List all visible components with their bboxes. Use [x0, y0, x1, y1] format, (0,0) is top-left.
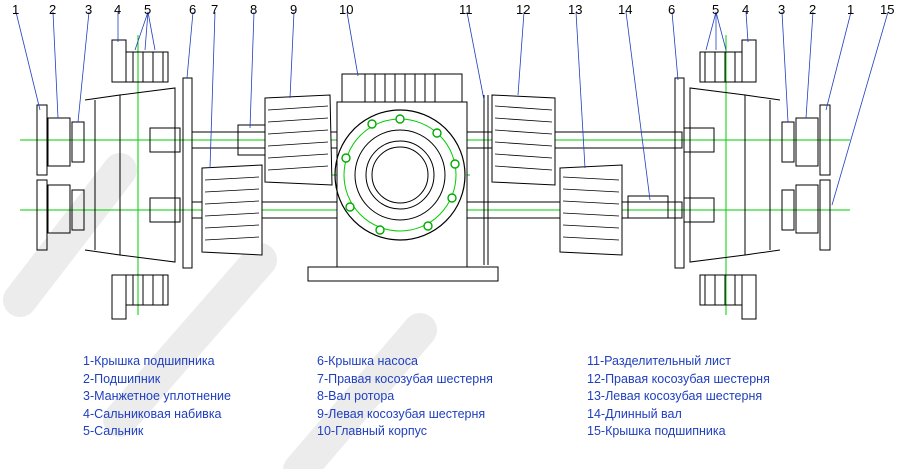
helical-gears — [201, 94, 623, 256]
callout-12: 12 — [516, 2, 530, 17]
legend-item: 9-Левая косозубая шестерня — [317, 406, 486, 421]
housing-flange — [334, 109, 466, 241]
flange-bolts — [341, 114, 460, 235]
callout-13: 13 — [568, 2, 582, 17]
callout-11: 11 — [459, 2, 473, 17]
legend-item: 6-Крышка насоса — [317, 354, 418, 368]
callout-3-right: 3 — [778, 2, 785, 17]
callout-9: 9 — [290, 2, 297, 17]
legend-item: 11-Разделительный лист — [587, 354, 731, 368]
legend-item: 13-Левая косозубая шестерня — [587, 389, 763, 403]
legend-column-3: 11-Разделительный лист 12-Правая косозуб… — [587, 353, 770, 441]
separator-plate — [483, 95, 489, 265]
legend-item: 8-Вал ротора — [317, 389, 395, 403]
callout-6-right: 6 — [668, 2, 675, 17]
callout-4: 4 — [114, 2, 121, 17]
callout-4-right: 4 — [742, 2, 749, 17]
main-housing — [307, 73, 499, 282]
callout-2-right: 2 — [809, 2, 816, 17]
callout-1-right: 1 — [847, 2, 854, 17]
legend-item: 7-Правая косозубая шестерня — [317, 371, 493, 386]
gear-teeth-lines — [204, 105, 620, 241]
callout-15: 15 — [880, 2, 894, 17]
legend-item: 10-Главный корпус — [317, 424, 428, 438]
callout-7: 7 — [211, 2, 218, 17]
legend-item: 3-Манжетное уплотнение — [83, 389, 231, 403]
left-end-assembly — [36, 39, 193, 320]
legend-item: 2-Подшипник — [83, 371, 161, 386]
callout-5-right: 5 — [712, 2, 719, 17]
callout-1: 1 — [12, 2, 19, 17]
callout-numbers: 1 2 3 4 5 6 7 8 9 10 11 12 13 14 6 5 4 3… — [12, 2, 894, 17]
legend-item: 14-Длинный вал — [587, 406, 682, 421]
legend-column-1: 1-Крышка подшипника 2-Подшипник 3-Манжет… — [83, 353, 231, 441]
legend-item: 4-Сальниковая набивка — [83, 406, 222, 421]
callout-5: 5 — [144, 2, 151, 17]
callout-10: 10 — [339, 2, 353, 17]
callout-3: 3 — [85, 2, 92, 17]
legend-column-2: 6-Крышка насоса 7-Правая косозубая шесте… — [317, 353, 493, 441]
callout-6: 6 — [189, 2, 196, 17]
legend-item: 12-Правая косозубая шестерня — [587, 371, 770, 386]
callout-2: 2 — [49, 2, 56, 17]
leader-lines — [15, 11, 889, 206]
legend-item: 1-Крышка подшипника — [83, 354, 215, 368]
callout-8: 8 — [250, 2, 257, 17]
callout-14: 14 — [618, 2, 632, 17]
right-end-assembly — [674, 39, 831, 320]
legend-item: 5-Сальник — [83, 424, 144, 438]
legend-item: 15-Крышка подшипника — [587, 424, 726, 438]
